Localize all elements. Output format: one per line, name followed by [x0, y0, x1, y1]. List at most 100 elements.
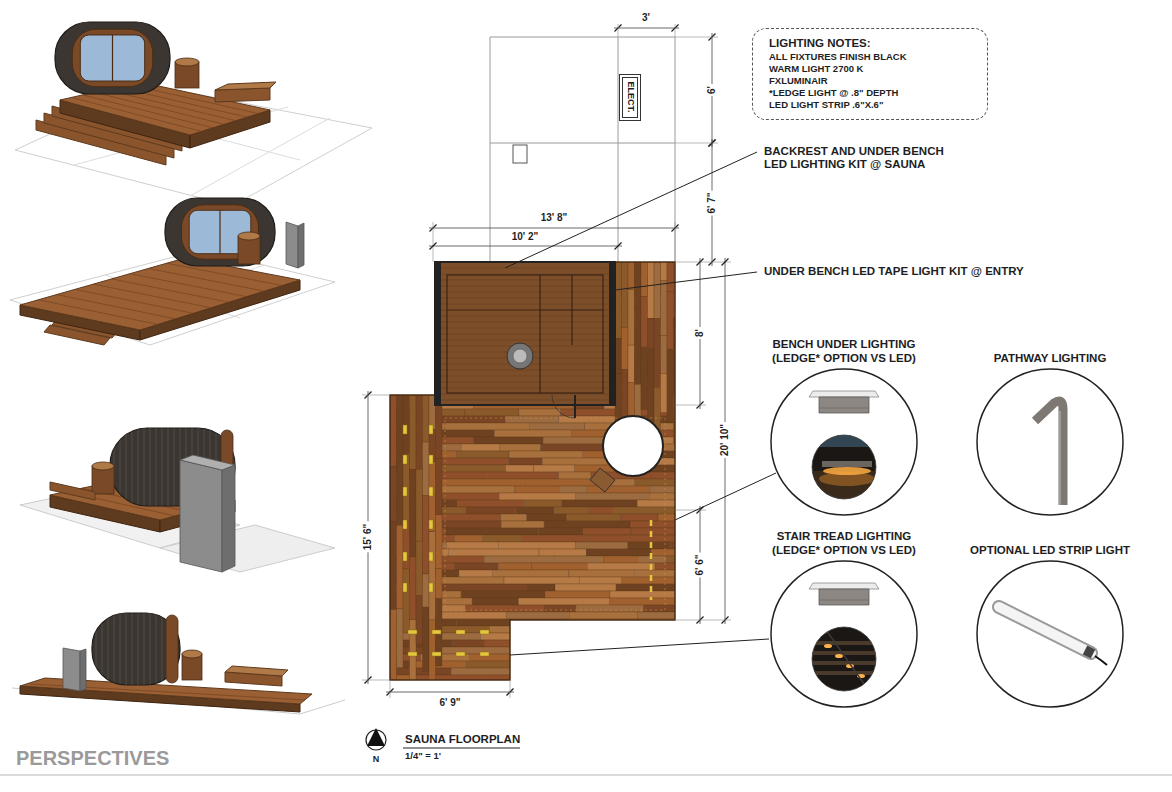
art-shape — [410, 470, 417, 557]
art-shape — [50, 482, 95, 500]
art-shape — [616, 584, 689, 591]
detail-art — [822, 461, 872, 467]
art-shape — [488, 472, 559, 479]
art-shape — [587, 535, 656, 542]
art-shape — [436, 584, 528, 591]
art-shape — [423, 574, 430, 607]
art-shape — [126, 613, 127, 685]
art-shape — [114, 613, 115, 685]
art-shape — [648, 318, 655, 348]
art-shape — [486, 675, 559, 682]
detail-art — [977, 561, 1123, 707]
art-shape — [403, 380, 410, 455]
art-shape — [651, 549, 716, 556]
art-shape — [440, 409, 465, 416]
art-shape — [182, 650, 202, 658]
art-shape — [403, 487, 407, 496]
art-shape — [539, 275, 540, 393]
art-shape — [215, 82, 276, 90]
art-shape — [440, 416, 505, 423]
art-shape — [544, 521, 630, 528]
art-shape — [658, 514, 736, 521]
art-shape — [615, 272, 757, 290]
art-shape — [93, 284, 211, 308]
art-shape — [675, 405, 706, 406]
art-shape — [57, 295, 176, 319]
art-shape — [609, 598, 678, 605]
art-shape — [112, 279, 229, 302]
art-shape — [144, 428, 145, 506]
art-shape — [651, 472, 706, 479]
art-shape — [362, 521, 444, 528]
art-shape — [397, 461, 404, 525]
detail-circle-art — [769, 559, 919, 709]
art-shape — [429, 520, 433, 529]
art-shape — [20, 428, 335, 572]
art-shape — [432, 652, 441, 656]
art-shape — [490, 37, 675, 38]
notes-heading: LIGHTING NOTES: — [769, 36, 971, 51]
detail-art — [824, 644, 832, 648]
detail-art — [812, 435, 876, 499]
art-shape — [180, 460, 222, 572]
art-shape — [483, 535, 522, 542]
art-shape — [456, 630, 465, 634]
detail-art — [771, 561, 917, 707]
dimension: 6' 6" — [694, 552, 706, 577]
art-shape — [538, 528, 583, 535]
art-shape — [390, 262, 675, 680]
detail-circle-art — [975, 559, 1125, 709]
art-shape — [442, 458, 508, 465]
art-shape — [300, 700, 345, 714]
detail-art — [819, 397, 869, 413]
art-shape — [423, 496, 430, 574]
art-shape — [365, 374, 392, 381]
art-shape — [390, 467, 397, 521]
art-shape — [390, 680, 391, 698]
art-shape — [675, 402, 734, 409]
art-shape — [505, 152, 757, 268]
art-shape — [440, 479, 525, 486]
art-shape — [628, 290, 635, 346]
art-shape — [410, 675, 485, 682]
art-shape — [576, 542, 628, 549]
art-shape — [580, 668, 641, 675]
art-shape — [441, 268, 609, 269]
art-shape — [576, 605, 644, 612]
art-shape — [447, 275, 603, 393]
art-shape — [72, 29, 153, 87]
art-shape — [403, 454, 410, 521]
art-shape — [457, 619, 510, 626]
art-shape — [436, 515, 443, 568]
art-shape — [474, 437, 543, 444]
detail-title: BENCH UNDER LIGHTING (LEDGE* OPTION VS L… — [749, 337, 939, 365]
art-shape — [408, 630, 417, 634]
art-shape — [180, 455, 235, 470]
art-shape — [635, 307, 642, 384]
note-line: *LEDGE LIGHT @ .8" DEPTH — [769, 87, 971, 99]
dimension: 6' — [706, 84, 718, 96]
art-shape — [524, 668, 549, 675]
art-shape — [441, 388, 609, 389]
dimension: 15' 6" — [362, 522, 374, 553]
art-shape — [96, 613, 174, 685]
art-shape — [165, 198, 275, 266]
detail-art — [812, 671, 876, 675]
art-shape — [580, 577, 622, 584]
detail-circle: STAIR TREAD LIGHTING (LEDGE* OPTION VS L… — [749, 529, 939, 709]
art-shape — [615, 243, 622, 250]
art-shape — [484, 556, 554, 563]
art-shape — [63, 648, 80, 691]
art-shape — [618, 24, 619, 37]
art-shape — [75, 289, 193, 313]
art-shape — [446, 542, 498, 549]
note-line: WARM LIGHT 2700 K — [769, 63, 971, 75]
dimension: 13' 8" — [539, 212, 570, 224]
detail-title: PATHWAY LIGHTING — [955, 351, 1145, 365]
art-shape — [0, 774, 1172, 776]
art-shape — [641, 668, 682, 675]
art-shape — [286, 222, 298, 268]
art-shape — [649, 493, 717, 500]
art-shape — [461, 444, 499, 451]
art-shape — [561, 500, 637, 507]
